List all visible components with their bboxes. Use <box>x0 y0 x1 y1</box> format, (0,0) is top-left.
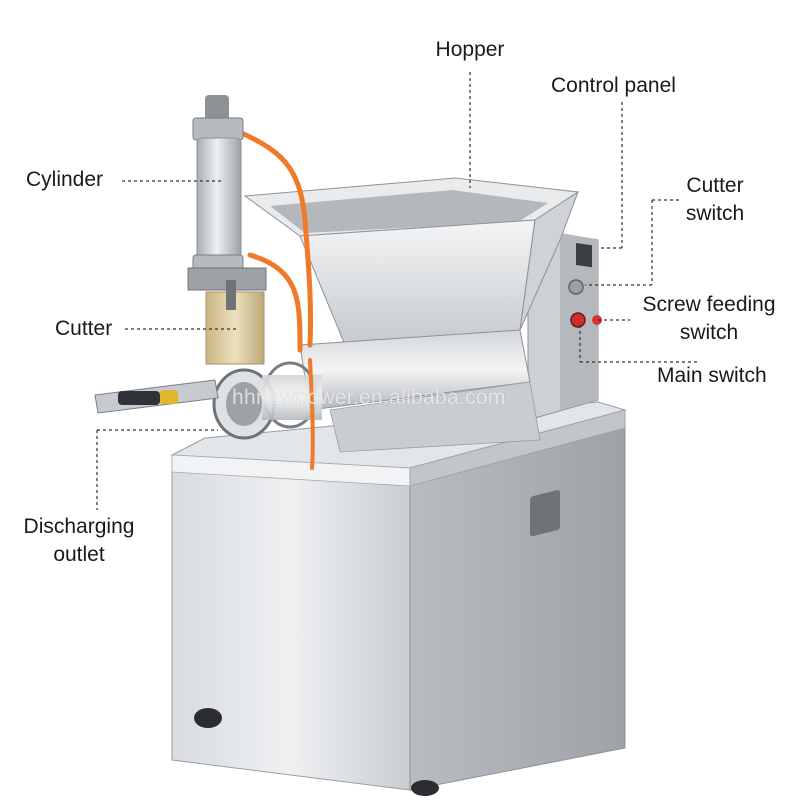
label-screw-feeding-switch: Screw feeding switch <box>630 291 788 347</box>
label-discharging-outlet: Discharging outlet <box>20 513 138 569</box>
cutter-switch-knob <box>568 279 584 295</box>
cutter <box>187 267 267 365</box>
label-discharging-line2: outlet <box>53 543 105 566</box>
screw-feeding-switch-knob <box>570 312 586 328</box>
caster-wheel-left <box>194 708 222 728</box>
control-box <box>527 227 602 421</box>
label-screw-feeding-line2: switch <box>679 321 739 344</box>
label-cylinder: Cylinder <box>26 168 104 191</box>
base-cabinet <box>170 401 627 796</box>
caster-wheel-right <box>411 780 439 796</box>
label-discharging-line1: Discharging <box>23 515 135 538</box>
screw-barrel <box>299 329 541 453</box>
label-control-panel: Control panel <box>551 74 676 97</box>
main-switch-knob <box>592 315 602 325</box>
cylinder <box>192 95 244 276</box>
hopper <box>243 177 580 346</box>
label-hopper: Hopper <box>435 38 505 61</box>
label-screw-feeding-line1: Screw feeding <box>642 293 776 316</box>
label-main-switch: Main switch <box>657 364 767 387</box>
pneumatic-tubes <box>232 127 315 470</box>
label-cutter-switch-line2: switch <box>685 202 745 225</box>
cabinet-handle <box>530 490 560 537</box>
label-cutter-switch-line1: Cutter <box>686 174 744 197</box>
label-cutter-switch: Cutter switch <box>670 172 760 228</box>
side-bracket <box>94 379 219 414</box>
display-screen <box>576 242 592 268</box>
watermark: hhnewpower.en.alibaba.com <box>232 386 506 409</box>
label-cutter: Cutter <box>55 317 113 340</box>
leader-lines <box>96 72 700 510</box>
